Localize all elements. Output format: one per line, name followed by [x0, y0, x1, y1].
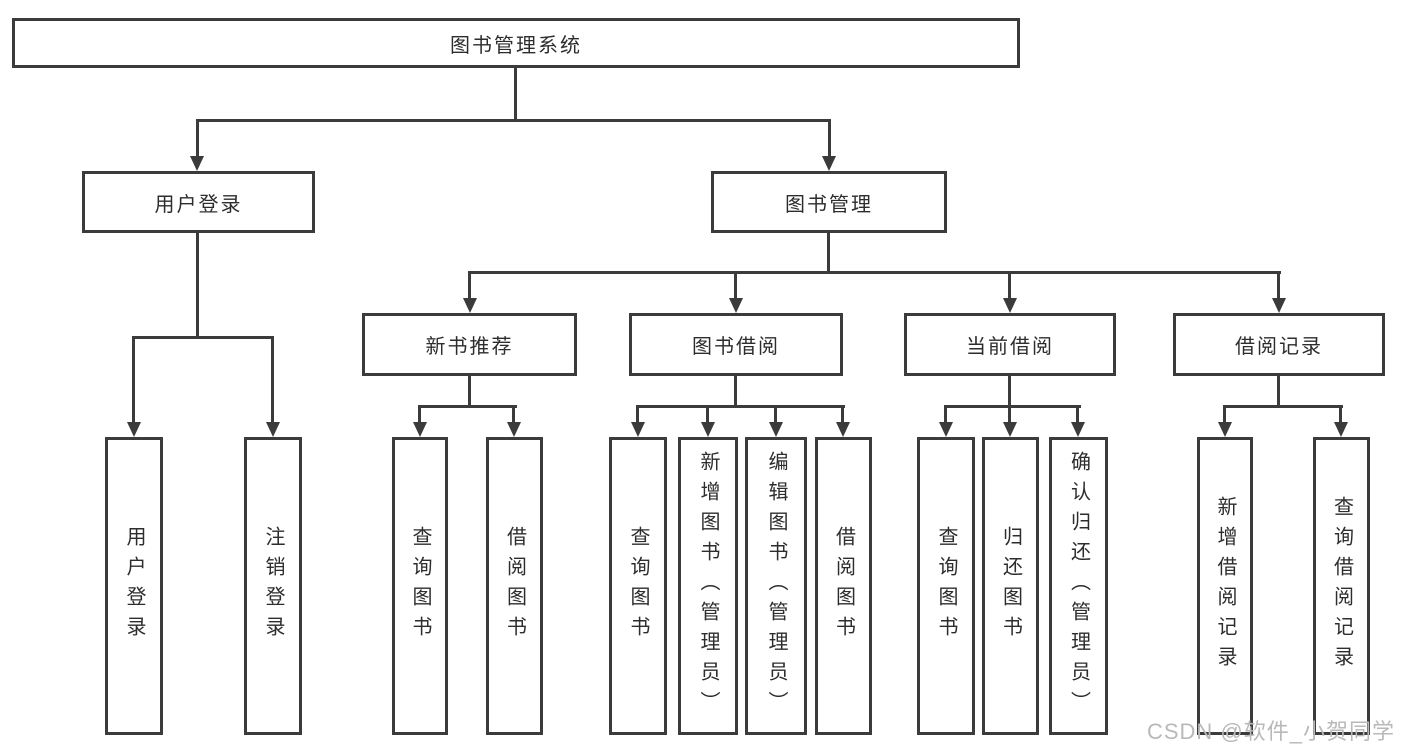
node-bb-add-books-admin: 新增图书（管理员）	[678, 437, 738, 735]
node-book-borrow: 图书借阅	[629, 313, 843, 376]
arrowhead-down-icon	[769, 422, 783, 437]
connector-line	[418, 405, 517, 408]
node-bb-borrow-books-label: 借阅图书	[832, 526, 855, 646]
node-br-add-record-label: 新增借阅记录	[1214, 496, 1236, 676]
connector-line	[196, 119, 199, 158]
connector-line	[734, 271, 737, 300]
node-root-label: 图书管理系统	[450, 34, 582, 57]
connector-line	[196, 233, 199, 338]
connector-line	[944, 405, 947, 423]
connector-line	[418, 405, 421, 423]
node-cb-confirm-return-admin-label: 确认归还（管理员）	[1067, 451, 1090, 721]
connector-line	[1008, 405, 1011, 423]
arrowhead-down-icon	[939, 422, 953, 437]
arrowhead-down-icon	[1218, 422, 1232, 437]
node-cb-return-books: 归还图书	[982, 437, 1039, 735]
arrowhead-down-icon	[190, 156, 204, 171]
node-root: 图书管理系统	[12, 18, 1020, 68]
connector-line	[468, 271, 471, 300]
node-borrow-records-label: 借阅记录	[1235, 336, 1323, 358]
csdn-watermark: CSDN @软件_小贺同学	[1146, 719, 1395, 744]
node-bb-borrow-books: 借阅图书	[815, 437, 872, 735]
connector-line	[1277, 376, 1280, 407]
node-user-login: 用户登录	[82, 171, 315, 233]
connector-line	[636, 405, 845, 408]
node-nb-borrow-books: 借阅图书	[486, 437, 543, 735]
node-user-login-action: 用户登录	[105, 437, 163, 735]
arrowhead-down-icon	[1334, 422, 1348, 437]
arrowhead-down-icon	[127, 422, 141, 437]
node-bb-query-books-label: 查询图书	[627, 526, 649, 646]
node-current-borrow-label: 当前借阅	[966, 336, 1054, 358]
connector-line	[1223, 405, 1343, 408]
node-bb-edit-books-admin-label: 编辑图书（管理员）	[765, 451, 787, 721]
connector-line	[514, 68, 517, 122]
arrowhead-down-icon	[1003, 298, 1017, 313]
connector-line	[944, 405, 1081, 408]
node-user-login-action-label: 用户登录	[123, 526, 145, 646]
arrowhead-down-icon	[729, 298, 743, 313]
arrowhead-down-icon	[1272, 298, 1286, 313]
node-bb-query-books: 查询图书	[609, 437, 667, 735]
connector-line	[1223, 405, 1226, 423]
node-user-login-label: 用户登录	[154, 193, 243, 216]
node-cb-return-books-label: 归还图书	[999, 526, 1022, 646]
connector-line	[734, 376, 737, 407]
arrowhead-down-icon	[266, 422, 280, 437]
connector-line	[636, 405, 639, 423]
node-logout-label: 注销登录	[262, 526, 284, 646]
connector-line	[133, 336, 274, 339]
connector-line	[1008, 271, 1011, 300]
connector-line	[1076, 405, 1079, 423]
node-bb-add-books-admin-label: 新增图书（管理员）	[697, 451, 719, 721]
connector-line	[706, 405, 709, 423]
node-current-borrow: 当前借阅	[904, 313, 1116, 376]
arrowhead-down-icon	[463, 298, 477, 313]
connector-line	[841, 405, 844, 423]
arrowhead-down-icon	[1003, 422, 1017, 437]
arrowhead-down-icon	[701, 422, 715, 437]
node-book-management: 图书管理	[711, 171, 947, 233]
arrowhead-down-icon	[836, 422, 850, 437]
node-new-book-recommend: 新书推荐	[362, 313, 577, 376]
connector-line	[827, 233, 830, 274]
node-new-book-recommend-label: 新书推荐	[425, 336, 514, 358]
connector-line	[828, 119, 831, 158]
node-book-management-label: 图书管理	[785, 193, 873, 216]
node-nb-borrow-books-label: 借阅图书	[503, 526, 526, 646]
connector-line	[512, 405, 515, 423]
connector-line	[1277, 271, 1280, 300]
node-br-add-record: 新增借阅记录	[1197, 437, 1253, 735]
connector-line	[271, 336, 274, 423]
node-logout: 注销登录	[244, 437, 302, 735]
node-cb-confirm-return-admin: 确认归还（管理员）	[1049, 437, 1108, 735]
node-nb-query-books: 查询图书	[392, 437, 448, 735]
connector-line	[1008, 376, 1011, 407]
arrowhead-down-icon	[413, 422, 427, 437]
arrowhead-down-icon	[822, 156, 836, 171]
node-nb-query-books-label: 查询图书	[409, 526, 431, 646]
node-bb-edit-books-admin: 编辑图书（管理员）	[745, 437, 807, 735]
arrowhead-down-icon	[631, 422, 645, 437]
connector-line	[774, 405, 777, 423]
arrowhead-down-icon	[1071, 422, 1085, 437]
connector-line	[1339, 405, 1342, 423]
connector-line	[468, 376, 471, 407]
node-book-borrow-label: 图书借阅	[692, 336, 780, 358]
node-br-query-record-label: 查询借阅记录	[1330, 496, 1353, 676]
node-br-query-record: 查询借阅记录	[1313, 437, 1370, 735]
node-borrow-records: 借阅记录	[1173, 313, 1385, 376]
connector-line	[132, 336, 135, 423]
connector-line	[196, 119, 831, 122]
connector-line	[468, 271, 1281, 274]
node-cb-query-books: 查询图书	[917, 437, 975, 735]
arrowhead-down-icon	[507, 422, 521, 437]
node-cb-query-books-label: 查询图书	[935, 526, 957, 646]
